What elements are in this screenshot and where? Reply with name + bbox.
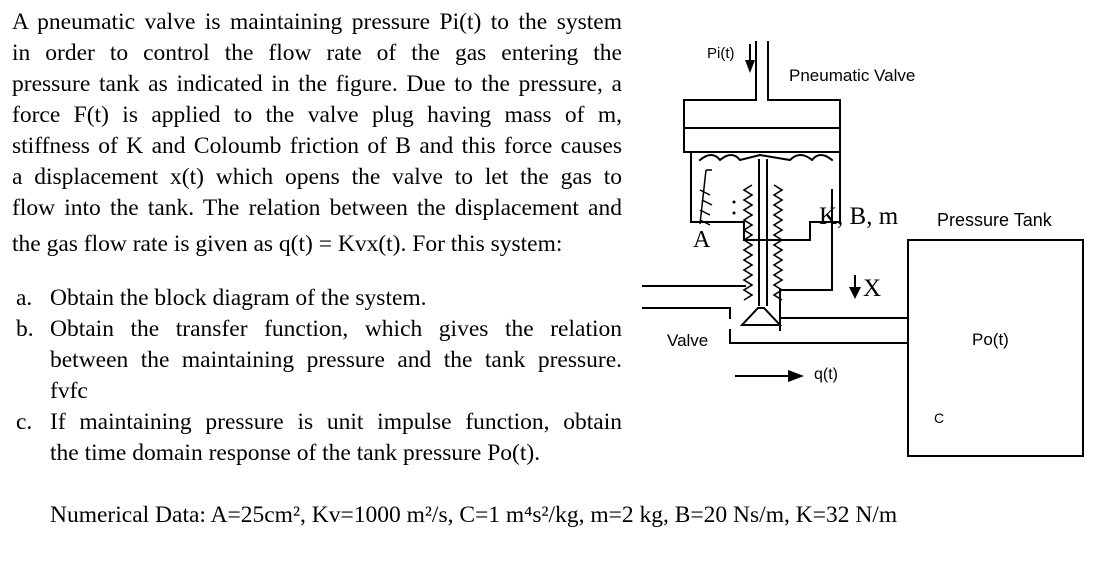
pressure-tank — [907, 239, 1084, 457]
x-arrowhead-icon — [849, 287, 861, 299]
area-label: A — [693, 227, 711, 253]
pneumatic-valve-label: Pneumatic Valve — [789, 66, 916, 85]
pi-label: Pi(t) — [707, 45, 735, 62]
spring-right — [772, 184, 784, 301]
item-c-marker: c. — [16, 409, 33, 435]
paragraph-line-7: flow into the tank. The relation between… — [12, 195, 622, 221]
paragraph-line-4: force F(t) is applied to the valve plug … — [12, 102, 622, 128]
item-b-line-1: Obtain the transfer function, which give… — [50, 316, 622, 342]
q-arrowhead-icon — [788, 370, 804, 382]
spring-housing — [743, 151, 841, 241]
valve-stem — [758, 159, 768, 306]
numerical-data: Numerical Data: A=25cm², Kv=1000 m²/s, C… — [50, 502, 898, 528]
pressure-tank-label: Pressure Tank — [937, 210, 1052, 230]
pi-arrowhead-icon — [745, 60, 755, 73]
paragraph-line-3: pressure tank as indicated in the figure… — [12, 71, 622, 97]
diaphragm — [698, 153, 834, 162]
paragraph-line-1: A pneumatic valve is maintaining pressur… — [12, 9, 622, 35]
area-dot — [732, 211, 736, 215]
item-a-marker: a. — [16, 285, 33, 311]
c-label: C — [934, 410, 945, 426]
paragraph-line-5: stiffness of K and Coloumb friction of B… — [12, 133, 622, 159]
outlet-pipe — [729, 317, 909, 344]
item-c-line-1: If maintaining pressure is unit impulse … — [50, 409, 622, 435]
x-label: X — [863, 275, 882, 302]
po-label: Po(t) — [972, 330, 1009, 349]
paragraph-line-6: a displacement x(t) which opens the valv… — [12, 164, 622, 190]
inlet-pipe — [642, 189, 833, 319]
kbm-label: K, B, m — [819, 203, 899, 230]
valve-label: Valve — [667, 331, 709, 350]
area-indicator — [699, 169, 712, 225]
spring — [742, 184, 754, 301]
friction-hatch — [699, 189, 713, 226]
item-b-line-3: fvfc — [50, 378, 88, 404]
item-b-line-2: between the maintaining pressure and the… — [50, 347, 622, 373]
paragraph-line-8: the gas flow rate is given as q(t) = Kvx… — [12, 231, 563, 257]
valve-housing-left — [683, 127, 745, 223]
q-label: q(t) — [814, 366, 838, 383]
valve-housing-top — [683, 99, 841, 129]
item-a-line-1: Obtain the block diagram of the system. — [50, 285, 427, 311]
paragraph-line-2: in order to control the flow rate of the… — [12, 40, 622, 66]
valve-plug — [739, 307, 783, 326]
area-dot-2 — [732, 200, 736, 204]
item-c-line-2: the time domain response of the tank pre… — [50, 440, 541, 466]
item-b-marker: b. — [16, 316, 34, 342]
supply-pipe — [755, 41, 769, 101]
